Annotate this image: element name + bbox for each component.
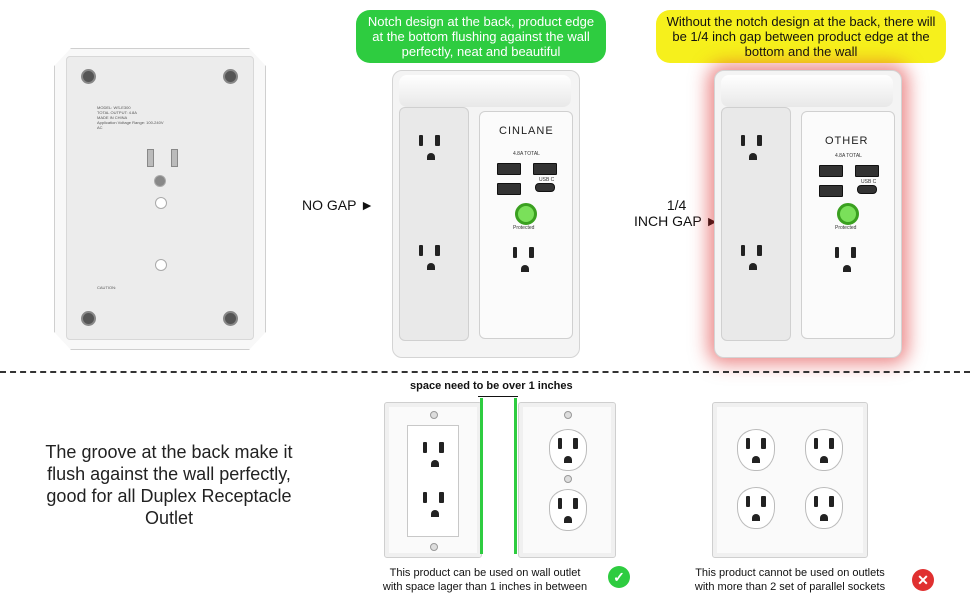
x-circle-icon: ✕ bbox=[912, 569, 934, 591]
outlet-icon bbox=[511, 241, 539, 283]
usbc-label: USB C bbox=[539, 177, 555, 183]
usb-port-icon bbox=[497, 183, 521, 195]
caution-label: CAUTION: bbox=[97, 285, 117, 290]
outlet-icon bbox=[421, 486, 449, 528]
usb-total-label: 4.8A TOTAL bbox=[513, 151, 540, 157]
side-panel bbox=[721, 107, 791, 341]
hole-icon bbox=[155, 197, 167, 209]
no-notch-callout: Without the notch design at the back, th… bbox=[656, 10, 946, 63]
screw-icon bbox=[223, 311, 238, 326]
outlet-icon bbox=[737, 429, 775, 471]
protected-indicator-icon bbox=[837, 203, 859, 225]
protected-indicator-icon bbox=[515, 203, 537, 225]
protected-label: Protected bbox=[513, 225, 535, 231]
model-text: MODEL: WS-E300 bbox=[97, 105, 131, 110]
outlet-icon bbox=[549, 489, 587, 531]
groove-description: The groove at the back make it flush aga… bbox=[45, 442, 293, 528]
duplex-wall-plate bbox=[518, 402, 616, 558]
screw-icon bbox=[430, 543, 438, 551]
gap-marker-line bbox=[514, 398, 517, 554]
outlet-icon bbox=[833, 241, 861, 283]
screw-icon bbox=[564, 475, 572, 483]
usb-port-icon bbox=[819, 185, 843, 197]
voltage-text: Application Voltage Range: 100-240V AC bbox=[97, 120, 164, 130]
screw-icon bbox=[223, 69, 238, 84]
screw-icon bbox=[81, 311, 96, 326]
ground-pin bbox=[154, 175, 166, 187]
brand-logo: OTHER bbox=[825, 135, 869, 147]
gap-marker-line bbox=[480, 398, 483, 554]
product-flush: CINLANE 4.8A TOTAL USB C Protected bbox=[392, 70, 580, 358]
plug-prong bbox=[147, 149, 154, 167]
screw-icon bbox=[564, 411, 572, 419]
outlet-icon bbox=[739, 239, 767, 281]
plug-prong bbox=[171, 149, 178, 167]
outlet-icon bbox=[737, 487, 775, 529]
hole-icon bbox=[155, 259, 167, 271]
quarter-inch-gap-label: 1/4 INCH GAP ► bbox=[634, 197, 720, 229]
outlet-icon bbox=[549, 429, 587, 471]
rating-label: MODEL: WS-E300 TOTAL OUTPUT: 4.8A MADE I… bbox=[97, 105, 167, 130]
center-panel bbox=[801, 111, 895, 339]
outlet-icon bbox=[421, 436, 449, 478]
usb-port-icon bbox=[497, 163, 521, 175]
rating-text: TOTAL OUTPUT: 4.8A bbox=[97, 110, 137, 115]
notch-callout: Notch design at the back, product edge a… bbox=[356, 10, 606, 63]
screw-icon bbox=[81, 69, 96, 84]
outlet-icon bbox=[805, 429, 843, 471]
space-note: space need to be over 1 inches bbox=[410, 380, 573, 392]
usb-c-port-icon bbox=[857, 185, 877, 194]
outlet-icon bbox=[417, 129, 445, 171]
usb-port-icon bbox=[855, 165, 879, 177]
product-with-gap: OTHER 4.8A TOTAL USB C Protected bbox=[714, 70, 902, 358]
outlet-icon bbox=[417, 239, 445, 281]
outlet-icon bbox=[805, 487, 843, 529]
screw-icon bbox=[430, 411, 438, 419]
decora-receptacle bbox=[407, 425, 459, 537]
dimension-line bbox=[478, 396, 518, 397]
double-duplex-wall-plate bbox=[712, 402, 868, 558]
caption-compatible: This product can be used on wall outlet … bbox=[382, 567, 588, 593]
side-panel bbox=[399, 107, 469, 341]
usb-port-icon bbox=[533, 163, 557, 175]
made-in-text: MADE IN CHINA bbox=[97, 115, 128, 120]
usbc-label: USB C bbox=[861, 179, 877, 185]
protected-label: Protected bbox=[835, 225, 857, 231]
no-gap-label: NO GAP ► bbox=[302, 197, 374, 213]
brand-logo: CINLANE bbox=[499, 125, 554, 137]
usb-c-port-icon bbox=[535, 183, 555, 192]
product-back-panel: MODEL: WS-E300 TOTAL OUTPUT: 4.8A MADE I… bbox=[66, 56, 254, 340]
caption-incompatible: This product cannot be used on outlets w… bbox=[694, 567, 886, 593]
outlet-icon bbox=[739, 129, 767, 171]
usb-port-icon bbox=[819, 165, 843, 177]
usb-total-label: 4.8A TOTAL bbox=[835, 153, 862, 159]
decora-wall-plate bbox=[384, 402, 482, 558]
section-divider bbox=[0, 371, 970, 373]
center-panel bbox=[479, 111, 573, 339]
check-circle-icon: ✓ bbox=[608, 566, 630, 588]
